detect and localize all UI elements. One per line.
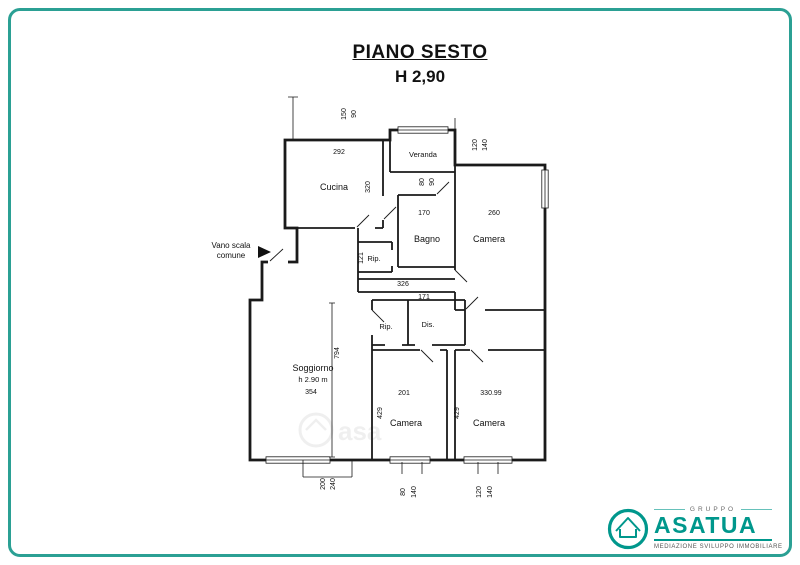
dim-320: 320 bbox=[365, 181, 372, 193]
dim-260: 260 bbox=[488, 210, 500, 217]
dim-200: 200 bbox=[320, 478, 327, 490]
room-label-camera-right: Camera bbox=[473, 418, 505, 428]
dim-429-right: 429 bbox=[454, 407, 461, 419]
dim-90-top: 90 bbox=[351, 110, 358, 118]
stairwell-note: Vano scala comune bbox=[212, 241, 252, 260]
room-labels: Cucina Veranda Bagno Camera Rip. Rip. Di… bbox=[292, 150, 505, 428]
logo-tagline: MEDIAZIONE SVILUPPO IMMOBILIARE bbox=[654, 544, 783, 550]
room-label-camera-top: Camera bbox=[473, 234, 505, 244]
logo-rule-left bbox=[654, 509, 685, 510]
door-openings bbox=[268, 181, 484, 363]
room-label-camera-mid: Camera bbox=[390, 418, 422, 428]
stairwell-note-line1: Vano scala bbox=[212, 241, 252, 250]
windows bbox=[265, 126, 549, 464]
stairwell-note-line2: comune bbox=[217, 251, 246, 260]
dim-201: 201 bbox=[398, 390, 410, 397]
exterior-walls bbox=[248, 128, 547, 462]
room-label-rip-top: Rip. bbox=[367, 254, 380, 263]
dim-354: 354 bbox=[305, 389, 317, 396]
dim-170: 170 bbox=[418, 210, 430, 217]
dim-326: 326 bbox=[397, 281, 409, 288]
room-label-veranda: Veranda bbox=[409, 150, 438, 159]
dim-292: 292 bbox=[333, 149, 345, 156]
dim-794: 794 bbox=[334, 347, 341, 359]
room-label-dis: Dis. bbox=[422, 320, 435, 329]
dim-80-veranda: 80 bbox=[419, 178, 426, 186]
logo-gruppo-row: GRUPPO bbox=[654, 506, 773, 513]
logo-text-block: GRUPPO ASATUA MEDIAZIONE SVILUPPO IMMOBI… bbox=[654, 506, 783, 550]
dim-429-mid: 429 bbox=[377, 407, 384, 419]
dim-120-bottom: 120 bbox=[476, 486, 483, 498]
room-label-cucina: Cucina bbox=[320, 182, 348, 192]
logo-brand-text: ASATUA bbox=[654, 512, 758, 538]
dim-120-top: 120 bbox=[472, 139, 479, 151]
logo-divider bbox=[654, 539, 772, 541]
dim-150: 150 bbox=[341, 108, 348, 120]
dimension-lines bbox=[288, 96, 499, 478]
dim-330-99: 330.99 bbox=[480, 390, 502, 397]
watermark-text: asa bbox=[338, 416, 382, 446]
room-label-soggiorno: Soggiorno bbox=[292, 363, 333, 373]
casatua-house-icon bbox=[607, 508, 649, 550]
dimension-labels-horizontal: 292 170 260 326 171 354 201 330.99 bbox=[305, 149, 502, 397]
dim-140-bottom-right: 140 bbox=[487, 486, 494, 498]
dim-80-bottom: 80 bbox=[400, 488, 407, 496]
agency-logo: GRUPPO ASATUA MEDIAZIONE SVILUPPO IMMOBI… bbox=[605, 505, 783, 551]
logo-gruppo-text: GRUPPO bbox=[689, 506, 737, 513]
dimension-labels-vertical: 150 90 320 80 90 120 140 121 794 429 429… bbox=[320, 108, 494, 498]
interior-walls bbox=[297, 140, 545, 460]
room-label-bagno: Bagno bbox=[414, 234, 440, 244]
page-title: PIANO SESTO bbox=[352, 42, 488, 63]
dim-240: 240 bbox=[330, 478, 337, 490]
dim-90-veranda: 90 bbox=[429, 178, 436, 186]
dim-140-bottom: 140 bbox=[411, 486, 418, 498]
ceiling-height-label: H 2,90 bbox=[394, 67, 446, 86]
room-label-rip-mid: Rip. bbox=[379, 322, 392, 331]
watermark-logo: asa bbox=[298, 412, 382, 448]
logo-rule-right bbox=[741, 509, 773, 510]
dim-121: 121 bbox=[358, 252, 365, 264]
dim-140-top: 140 bbox=[482, 139, 489, 151]
dim-171: 171 bbox=[418, 294, 430, 301]
title-block: PIANO SESTO H 2,90 bbox=[0, 42, 800, 87]
room-height-soggiorno: h 2.90 m bbox=[298, 375, 327, 384]
entrance-arrow-icon bbox=[258, 246, 271, 258]
